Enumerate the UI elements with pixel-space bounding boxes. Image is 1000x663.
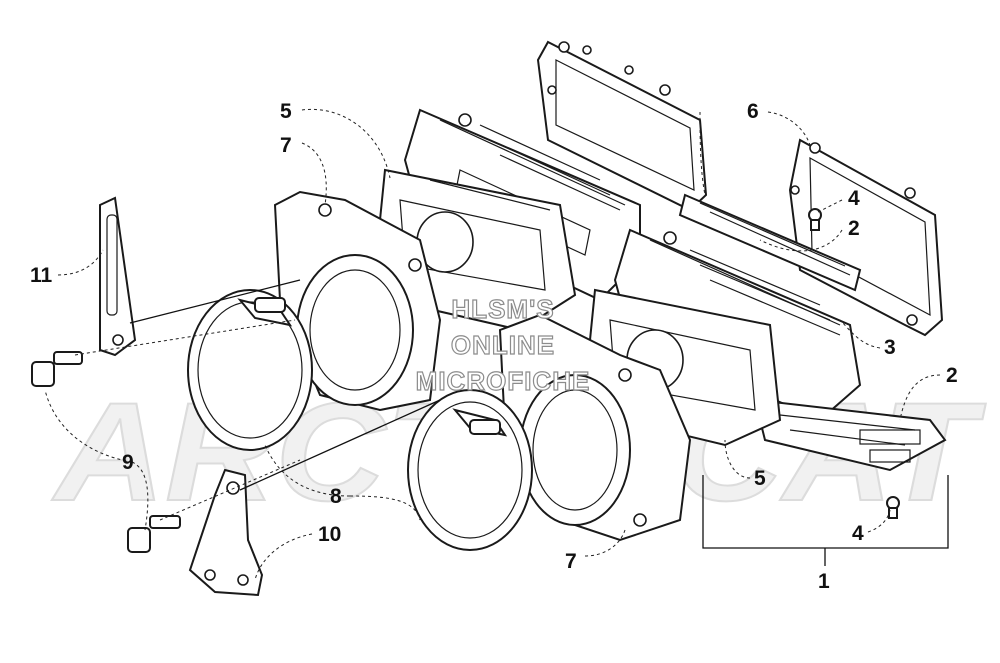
plate[interactable]: [99, 196, 137, 357]
callout-labels: 5 7 6 4 2 3 2 11 9 8 10 5 4 7 1: [30, 100, 958, 593]
callout-8: 8: [330, 485, 342, 508]
bracket[interactable]: [188, 468, 264, 597]
callout-5-upper: 5: [280, 100, 292, 123]
screw-lower[interactable]: [886, 496, 900, 519]
callout-2-lower: 2: [946, 364, 958, 387]
gasket-upper[interactable]: [536, 40, 708, 212]
watermark-line-3: MICROFICHE: [416, 366, 591, 396]
cap-screw-lower[interactable]: [127, 515, 181, 553]
leader-lines: [44, 108, 949, 581]
clamp-lower[interactable]: [407, 389, 533, 551]
clamp-upper[interactable]: [187, 289, 313, 451]
callout-7-lower: 7: [565, 550, 577, 573]
watermark-text: HLSM'S ONLINE MICROFICHE: [415, 293, 591, 396]
callout-1: 1: [818, 570, 830, 593]
watermark-line-1: HLSM'S: [451, 294, 554, 324]
cap-screw-upper[interactable]: [31, 351, 83, 387]
callout-3: 3: [884, 336, 896, 359]
callout-4-lower: 4: [852, 522, 864, 545]
intake-flange-upper[interactable]: [273, 190, 442, 412]
reed-petal-upper[interactable]: [678, 193, 862, 292]
callout-2-upper: 2: [848, 217, 860, 240]
callout-4-upper: 4: [848, 187, 860, 210]
screw-upper[interactable]: [808, 208, 822, 231]
callout-5-lower: 5: [754, 467, 766, 490]
callout-6: 6: [747, 100, 759, 123]
gasket-right[interactable]: [788, 138, 944, 337]
watermark-line-2: ONLINE: [451, 330, 555, 360]
intake-flange-lower[interactable]: [498, 313, 692, 542]
callout-7-upper: 7: [280, 134, 292, 157]
callout-11: 11: [30, 264, 53, 287]
callout-9: 9: [122, 451, 134, 474]
callout-10: 10: [318, 523, 341, 546]
